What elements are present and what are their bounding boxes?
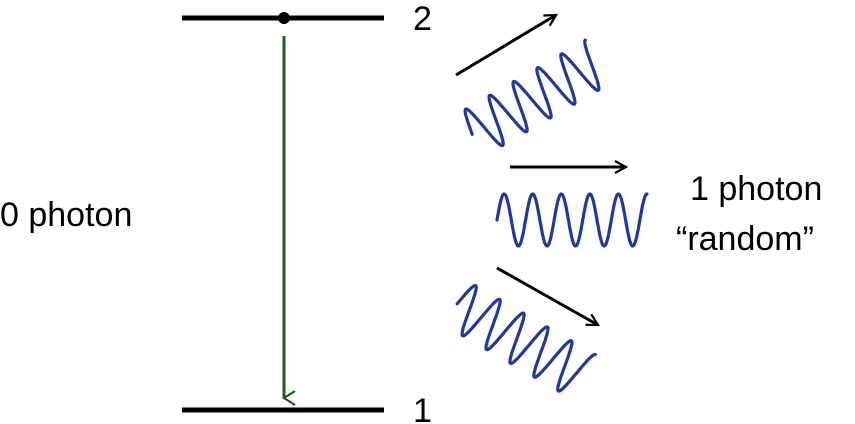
- lower-level-label: 1: [413, 392, 432, 424]
- direction-arrow-icon: [496, 266, 598, 327]
- zero-photon-label: 0 photon: [0, 196, 132, 234]
- one-photon-label: 1 photon: [690, 170, 822, 208]
- wave-icon: [495, 192, 649, 248]
- wave-icon: [463, 38, 601, 148]
- electron-dot-icon: [278, 12, 290, 24]
- random-label: “random”: [676, 220, 814, 258]
- direction-arrow-icon: [455, 13, 556, 77]
- upper-level-label: 2: [413, 0, 432, 38]
- wave-icon: [455, 283, 597, 393]
